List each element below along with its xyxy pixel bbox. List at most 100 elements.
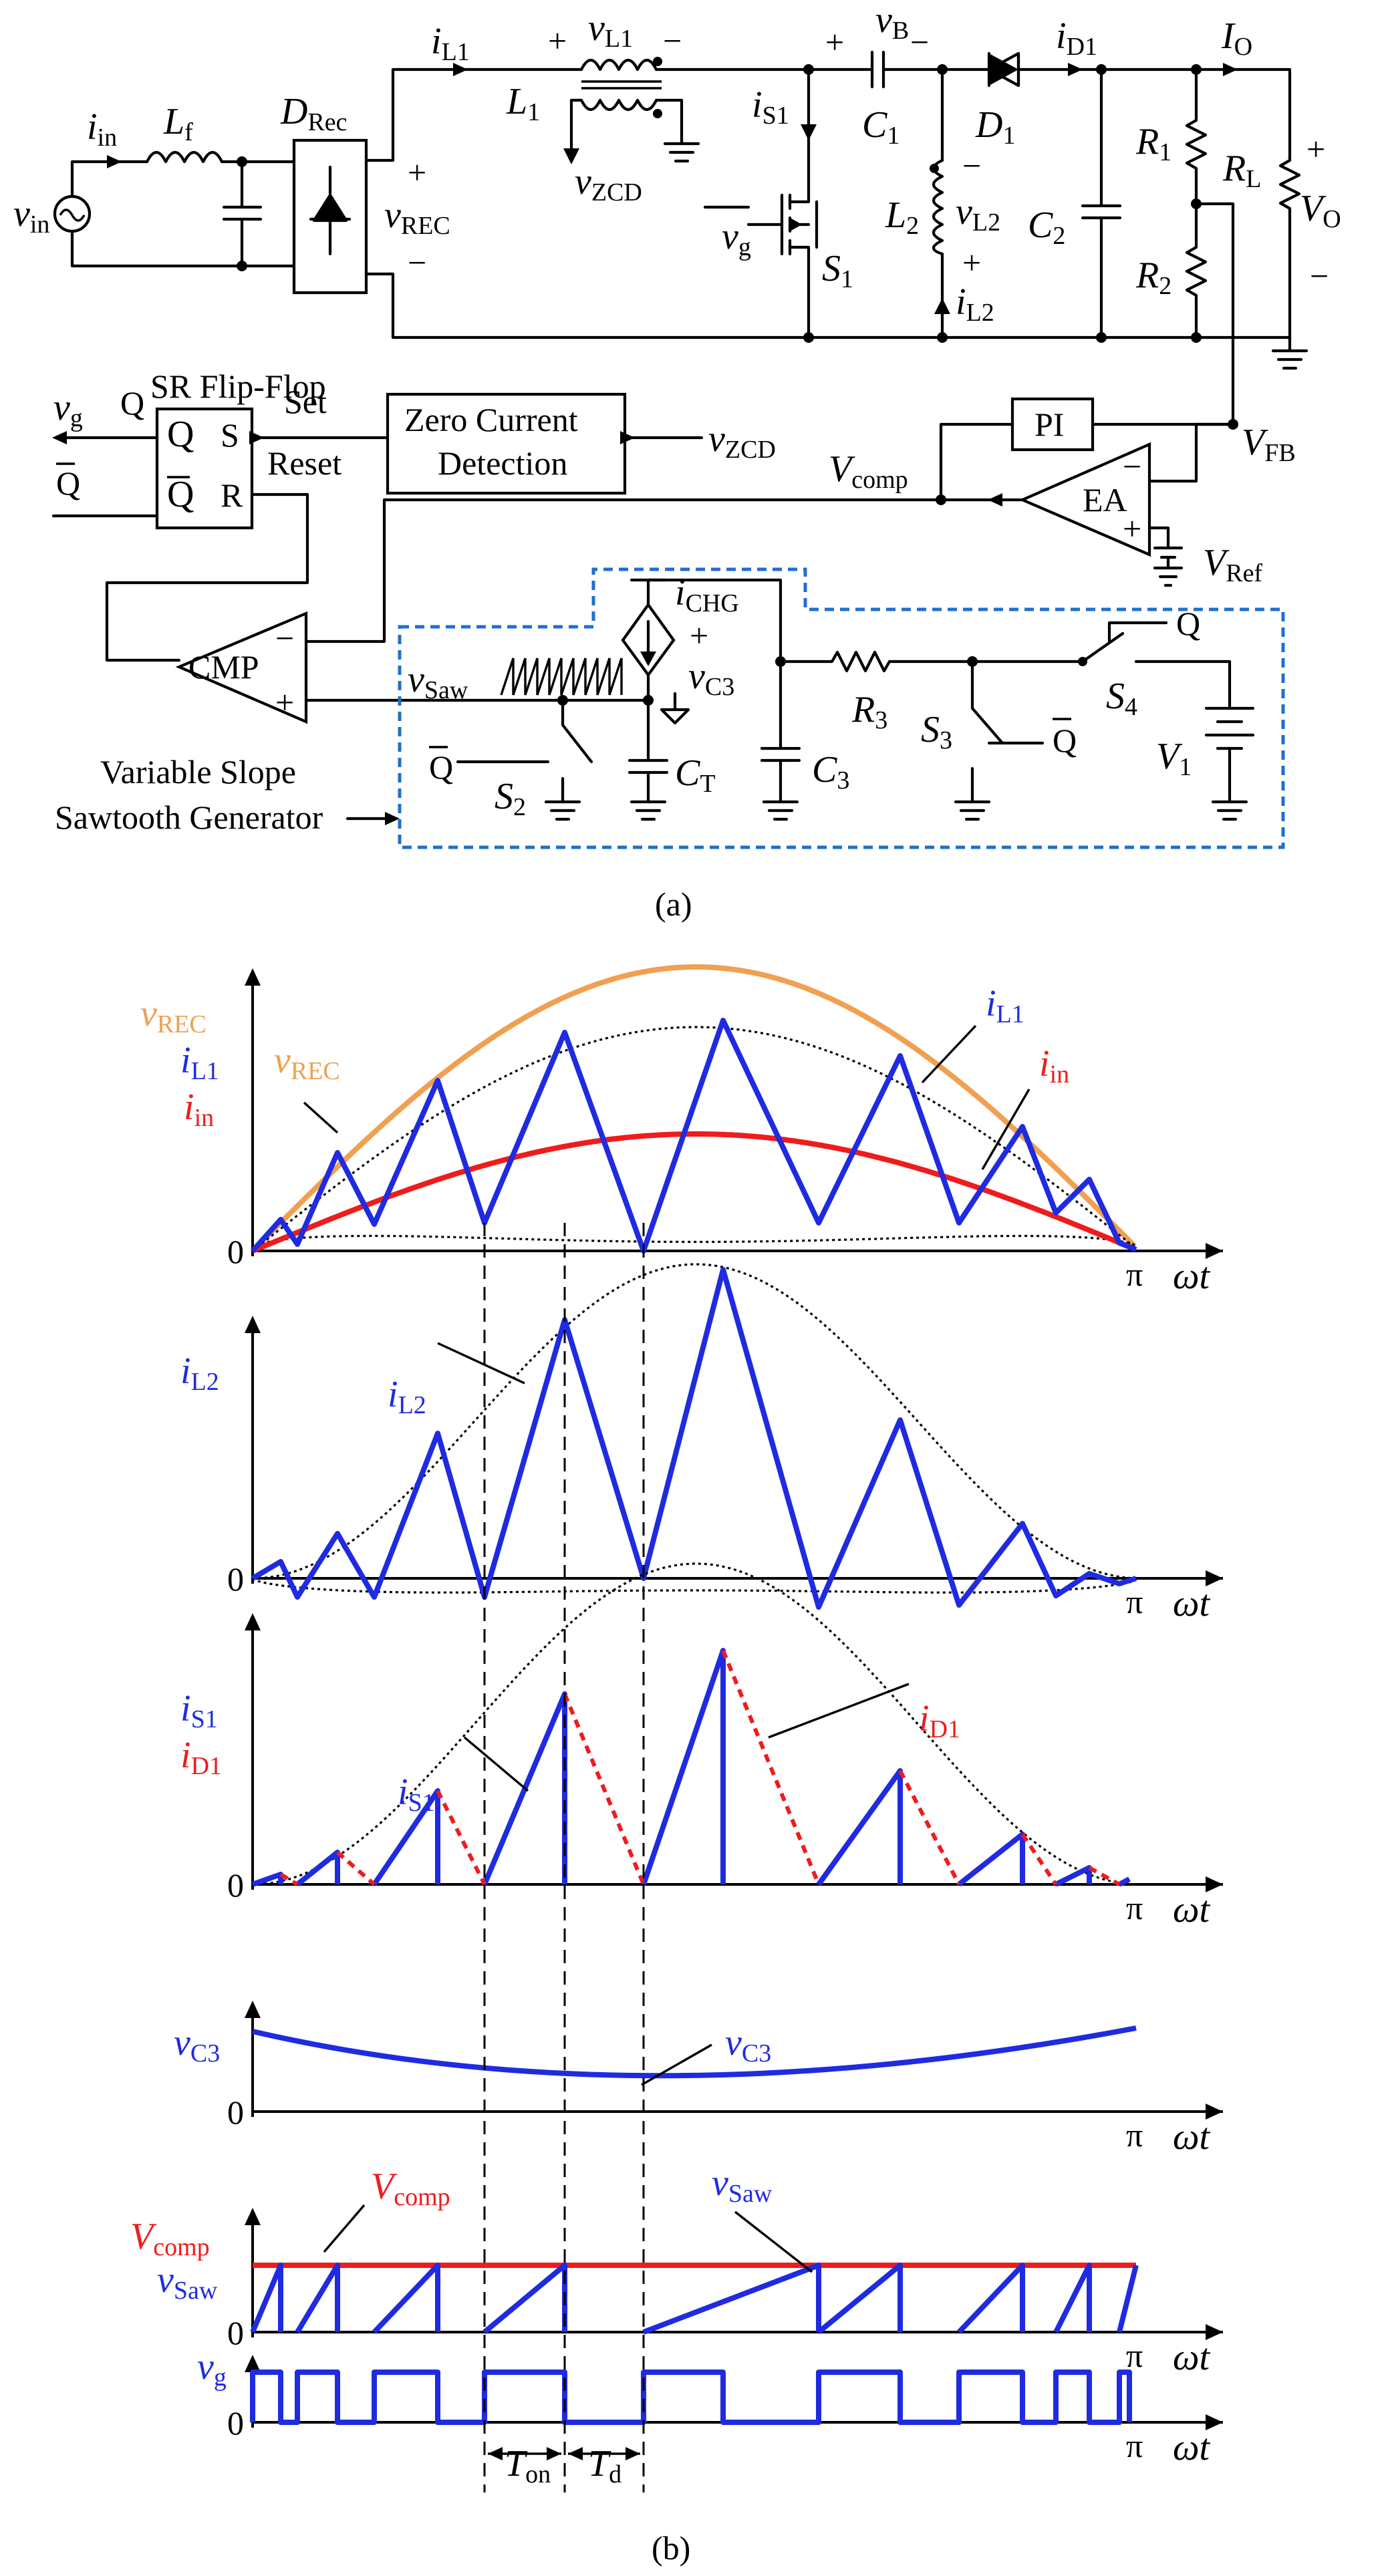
p3-ann-id1-arrow: [768, 1683, 910, 1739]
ton-arrow-right: [547, 2447, 561, 2460]
vrec-curve: [251, 964, 1137, 1253]
plot1-wt-label: ωt: [1173, 1256, 1211, 1297]
label-vzcd-in: vZCD: [708, 418, 776, 464]
il1-upper-envelope: [252, 1026, 1135, 1252]
label-vo: VO: [1300, 188, 1341, 233]
cmp-plus: +: [275, 684, 294, 721]
label-lf: Lf: [163, 101, 193, 146]
p3-ann-is1-arrow: [463, 1736, 529, 1792]
plot2-x-arrow: [1206, 1570, 1223, 1586]
wire-cmp-minus: [304, 611, 386, 643]
label-c2: C2: [1028, 204, 1065, 250]
wire-vref: [1147, 526, 1170, 550]
label-ichg: iCHG: [675, 572, 739, 617]
arrow-iin: [107, 155, 122, 168]
plot2-pi-label: π: [1126, 1583, 1143, 1620]
p3-ylabel-is1: iS1: [180, 1688, 218, 1733]
capacitor-c2: [1081, 67, 1122, 339]
circuit-diagram: iin vin Lf DRec + vREC − iL1 + vL1 − L1 …: [13, 0, 1341, 923]
label-vg-circuit: vg: [722, 216, 751, 261]
ground-s3: [954, 800, 991, 821]
sr-qbar: Q: [167, 474, 194, 515]
ea-plus: +: [1123, 510, 1141, 547]
p1-ann-iin: iin: [1039, 1043, 1069, 1089]
sr-title: SR Flip-Flop: [150, 368, 326, 405]
ea-amp: [1018, 442, 1151, 557]
p6-ton: Ton: [505, 2443, 551, 2488]
label-vc3-circuit: vC3: [688, 656, 734, 701]
label-rl: RL: [1222, 148, 1261, 193]
zcd-block: [386, 392, 627, 495]
wire-source-top: [70, 160, 149, 198]
plot5-pi-label: π: [1126, 2337, 1143, 2374]
ea-label: EA: [1083, 481, 1127, 519]
p5-ann-vcomp: Vcomp: [371, 2166, 450, 2211]
caption-b: (b): [652, 2529, 690, 2567]
label-vfb: VFB: [1242, 422, 1296, 467]
label-c3: C3: [812, 749, 849, 795]
label-vref: VRef: [1203, 542, 1262, 587]
iin-curve: [251, 1131, 1136, 1254]
saw-line2: Sawtooth Generator: [55, 799, 323, 836]
label-s2-qbar: Q: [429, 748, 453, 786]
label-io: IO: [1221, 15, 1252, 61]
sr-out-q: Q: [120, 384, 144, 422]
capacitor-c1: [870, 50, 991, 89]
label-v1: V1: [1156, 736, 1192, 781]
plot4-pi-label: π: [1126, 2116, 1143, 2154]
wire-reset: [105, 492, 309, 662]
plot3-pi-label: π: [1126, 1889, 1143, 1926]
sr-r: R: [221, 476, 243, 514]
label-ct: CT: [675, 752, 716, 798]
ground-output: [1271, 335, 1308, 370]
cmp-minus: −: [275, 619, 294, 657]
plot2-y-arrow: [245, 1316, 261, 1333]
label-iin: iin: [87, 106, 117, 152]
label-s1: S1: [822, 248, 853, 293]
label-vl2-minus: −: [962, 147, 981, 184]
caption-a: (a): [655, 885, 692, 923]
saw-line1: Variable Slope: [100, 753, 296, 791]
label-vg-sr: vg: [53, 387, 83, 432]
label-vl1-plus: +: [548, 22, 567, 59]
p1-ylabel-il1: iL1: [180, 1040, 219, 1085]
p2-ann: iL2: [388, 1374, 426, 1419]
plot1-pi-label: π: [1126, 1256, 1143, 1293]
ground-zcd: [663, 142, 700, 163]
label-vo-plus: +: [1306, 130, 1325, 168]
label-vin: vin: [13, 193, 49, 239]
inductor-l1: [579, 58, 658, 71]
sr-reset: Reset: [267, 444, 341, 482]
vg-waveform: [250, 2370, 1132, 2425]
label-c1: C1: [862, 104, 900, 150]
plot4-zero-label: 0: [227, 2094, 244, 2131]
label-vrec-minus: −: [408, 244, 426, 281]
wire-fb: [1147, 202, 1235, 483]
label-s4-q: Q: [1176, 605, 1200, 642]
p1-ann-iin-arrow: [981, 1089, 1030, 1170]
is1-waveform: [251, 1648, 1131, 1887]
il2-envelope-lower: [252, 1577, 1135, 1594]
plot3-x-arrow: [1206, 1876, 1223, 1892]
plot1-zero-label: 0: [227, 1233, 244, 1270]
id1-waveform: [279, 1649, 1121, 1886]
resistor-r1: [1185, 67, 1208, 206]
label-vo-minus: −: [1310, 257, 1329, 295]
label-vrec: vREC: [384, 194, 450, 240]
p3-ann-is1: iS1: [398, 1771, 435, 1817]
p1-ylabel-vrec: vREC: [140, 993, 206, 1038]
sr-s: S: [221, 416, 239, 454]
label-d1: D1: [975, 104, 1015, 150]
plot4-wt-label: ωt: [1173, 2116, 1211, 2158]
p5-ann-vsaw-arrow: [734, 2210, 813, 2273]
label-drec: DRec: [280, 91, 348, 136]
label-vb-minus: −: [910, 23, 929, 61]
plot3-zero-label: 0: [227, 1866, 244, 1904]
label-vl1-minus: −: [663, 22, 682, 59]
switch-s2: [561, 698, 593, 804]
td-arrow-left: [568, 2447, 583, 2460]
plot1-x-arrow: [1206, 1243, 1223, 1259]
plot4-y-arrow: [245, 2001, 261, 2018]
p5-ylabel-vcomp: Vcomp: [130, 2216, 210, 2261]
capacitor-cf: [222, 160, 263, 268]
